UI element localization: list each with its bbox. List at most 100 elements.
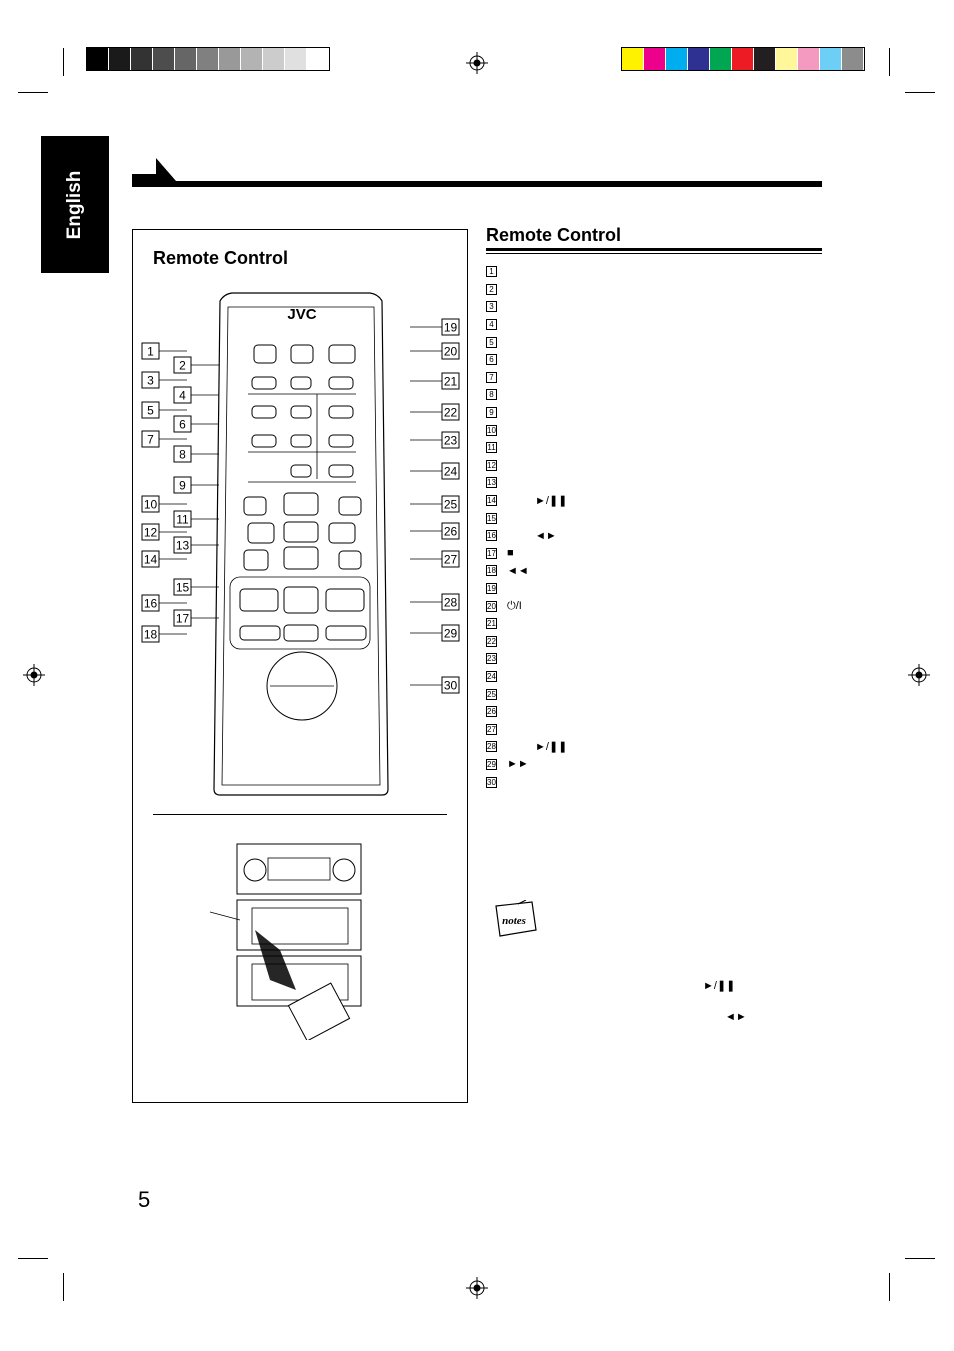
- item-number: 1: [486, 266, 497, 278]
- notes-play-pause-symbol: ►/❚❚: [703, 980, 736, 992]
- callout-number-left: 12: [144, 526, 158, 540]
- registration-mark-icon: [466, 1277, 488, 1299]
- item-symbol: ⏻/I: [507, 599, 522, 612]
- list-item: 11: [486, 439, 822, 457]
- item-number: 21: [486, 618, 497, 630]
- list-item: 30: [486, 773, 822, 791]
- box-heading: Remote Control: [153, 248, 288, 268]
- item-number: 14: [486, 495, 497, 507]
- list-item: 7: [486, 369, 822, 387]
- list-item: 16◄►: [486, 527, 822, 545]
- remote-button: [290, 344, 314, 364]
- item-number: 17: [486, 547, 497, 559]
- remote-button: [328, 434, 354, 448]
- callout-number-left: 14: [144, 553, 158, 567]
- item-number: 6: [486, 354, 497, 366]
- list-item: 24: [486, 668, 822, 686]
- system-illustration: [209, 843, 362, 1040]
- callout-number-left: 16: [144, 597, 158, 611]
- calibration-swatch: [241, 48, 263, 70]
- remote-button: [247, 522, 275, 544]
- remote-button: [283, 624, 319, 642]
- calibration-swatch: [131, 48, 153, 70]
- callout-number-left: 7: [147, 433, 154, 447]
- list-item: 28 ►/❚❚: [486, 738, 822, 756]
- item-number: 16: [486, 530, 497, 542]
- list-item: 23: [486, 650, 822, 668]
- callout-number-right: 23: [444, 434, 458, 448]
- item-number: 19: [486, 582, 497, 594]
- list-item: 5: [486, 333, 822, 351]
- callout-number-left: 10: [144, 498, 158, 512]
- list-item: 3: [486, 298, 822, 316]
- list-item: 22: [486, 632, 822, 650]
- calibration-swatch: [732, 48, 754, 70]
- remote-button: [325, 588, 365, 612]
- item-number: 10: [486, 424, 497, 436]
- remote-button: [328, 522, 356, 544]
- crop-mark: [18, 1258, 48, 1259]
- list-item: 9: [486, 404, 822, 422]
- registration-mark-icon: [466, 52, 488, 74]
- callout-number-left: 15: [176, 581, 190, 595]
- callout-number-right: 26: [444, 525, 458, 539]
- remote-button: [328, 344, 356, 364]
- notes-icon: notes: [495, 900, 537, 937]
- item-number: 23: [486, 653, 497, 665]
- brand-logo: JVC: [287, 306, 316, 323]
- calibration-swatch: [842, 48, 864, 70]
- callout-number-left: 5: [147, 404, 154, 418]
- crop-mark: [905, 92, 935, 93]
- remote-button: [328, 464, 354, 478]
- item-number: 7: [486, 371, 497, 383]
- item-number: 2: [486, 283, 497, 295]
- list-item: 18◄◄: [486, 562, 822, 580]
- item-number: 11: [486, 442, 497, 454]
- heading-underline-thin: [486, 253, 822, 254]
- calibration-swatch: [710, 48, 732, 70]
- calibration-swatch: [153, 48, 175, 70]
- item-symbol: ►/❚❚: [535, 495, 568, 508]
- item-symbol: ■: [507, 547, 514, 560]
- illustration-box: Remote Control: [132, 229, 468, 1103]
- item-number: 8: [486, 389, 497, 401]
- item-number: 12: [486, 459, 497, 471]
- section-arrow-icon: [132, 158, 176, 181]
- remote-button: [243, 549, 269, 571]
- calibration-swatch: [285, 48, 307, 70]
- list-item: 27: [486, 720, 822, 738]
- list-item: 10: [486, 421, 822, 439]
- remote-button: [243, 496, 267, 516]
- notes-search-symbol: ◄►: [725, 1011, 747, 1023]
- calibration-swatch: [175, 48, 197, 70]
- remote-button: [283, 492, 319, 516]
- callout-number-right: 27: [444, 553, 458, 567]
- list-item: 25: [486, 685, 822, 703]
- list-item: 1: [486, 263, 822, 281]
- registration-mark-icon: [23, 664, 45, 686]
- item-number: 4: [486, 319, 497, 331]
- crop-mark: [18, 92, 48, 93]
- item-symbol: ◄◄: [507, 564, 529, 577]
- remote-button: [283, 546, 319, 570]
- item-symbol: ►►: [507, 758, 529, 771]
- item-symbol: ►/❚❚: [535, 741, 568, 754]
- callout-number-right: 28: [444, 596, 458, 610]
- item-number: 28: [486, 741, 497, 753]
- registration-mark-icon: [908, 664, 930, 686]
- remote-button: [239, 588, 279, 612]
- calibration-swatch: [776, 48, 798, 70]
- page-number: 5: [138, 1187, 151, 1212]
- callout-number-left: 18: [144, 628, 158, 642]
- item-number: 5: [486, 336, 497, 348]
- item-number: 3: [486, 301, 497, 313]
- item-number: 13: [486, 477, 497, 489]
- remote-button: [283, 521, 319, 543]
- remote-button: [239, 625, 281, 641]
- remote-button: [290, 405, 312, 419]
- calibration-swatch: [666, 48, 688, 70]
- remote-button: [328, 376, 354, 390]
- callout-number-right: 29: [444, 627, 458, 641]
- calibration-swatch: [109, 48, 131, 70]
